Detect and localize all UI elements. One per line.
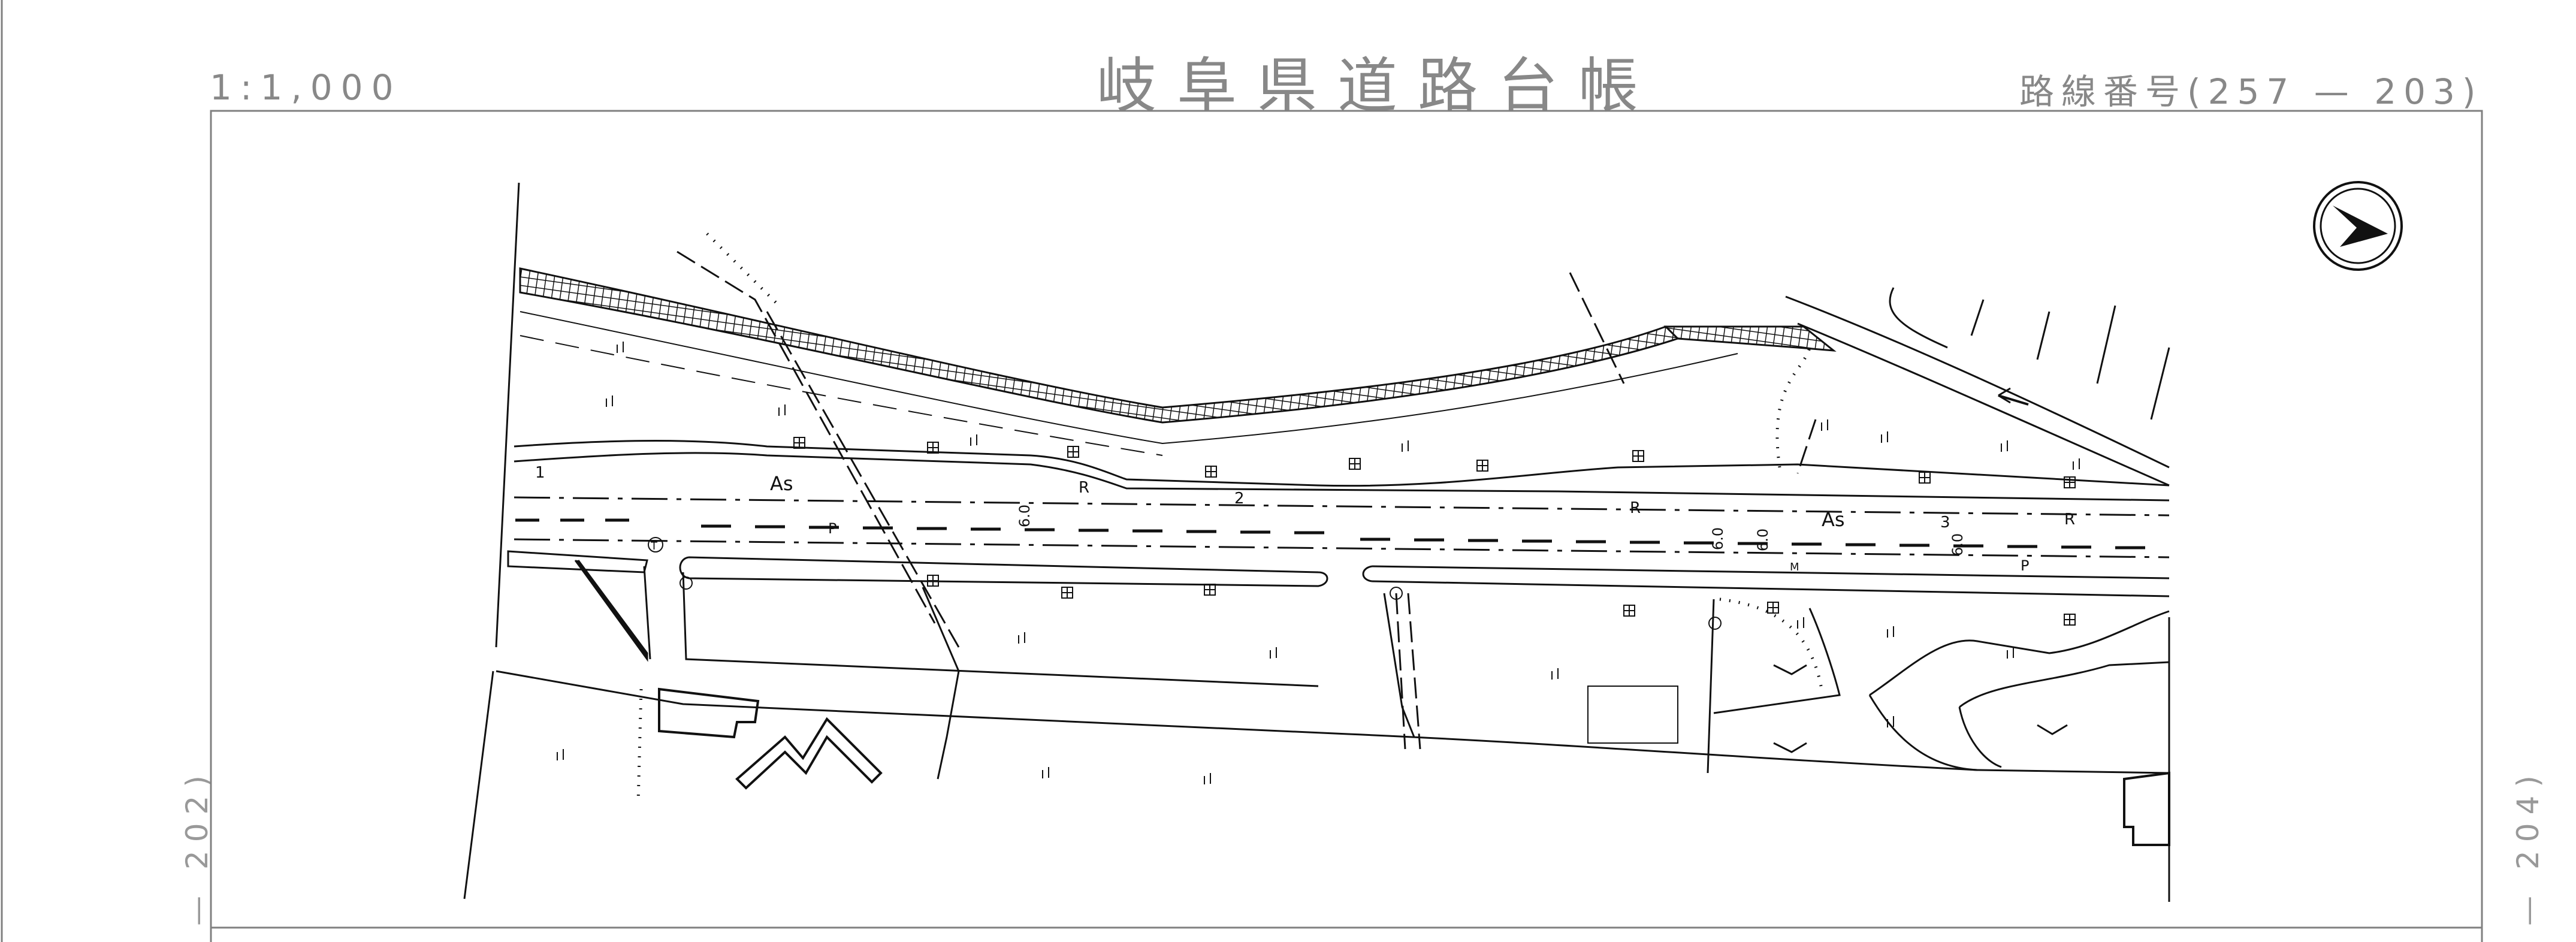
north-arrow-icon <box>2313 181 2403 271</box>
road-type-label: R <box>2064 511 2075 529</box>
building-outlines <box>658 686 2170 846</box>
pavement-label: As <box>1822 508 1845 531</box>
road-type-label: R <box>1079 479 1089 497</box>
field-parcels <box>1707 599 2170 774</box>
parking-label: P <box>2021 557 2029 574</box>
stream-bank <box>922 587 1415 780</box>
map-scale: 1:1,000 <box>210 67 402 108</box>
property-line <box>496 572 2170 774</box>
pavement-label: As <box>770 472 793 495</box>
north-curb <box>514 440 2170 502</box>
parking-label: P <box>828 520 836 537</box>
section-label: 2 <box>1234 490 1245 508</box>
page-title: 岐阜県道路台帳 <box>1097 51 1659 121</box>
map-labels: As As 1 2 3 R R R P P 6.0 6.0 6.0 6.0 T … <box>535 464 2075 574</box>
drawing-boundary <box>463 182 2170 902</box>
river-wall <box>519 267 1837 456</box>
south-curb <box>507 550 2170 597</box>
road-type-label: R <box>1630 499 1641 517</box>
sheet-frame <box>1 0 2483 942</box>
drainage-line <box>677 250 1817 750</box>
vegetation-marks <box>557 342 2080 784</box>
lane-markings <box>515 518 2145 550</box>
slope-area-upper-right <box>1785 287 2170 487</box>
road-centerline <box>514 496 2170 558</box>
left-slope <box>574 560 651 662</box>
manhole-label: M <box>1790 561 1799 573</box>
width-label: 6.0 <box>1710 527 1726 550</box>
traffic-signal-label: T <box>650 540 658 552</box>
width-label: 6.0 <box>1949 533 1966 556</box>
route-number: 路線番号(257 — 203) <box>2019 71 2483 112</box>
width-label: 6.0 <box>1016 505 1033 527</box>
section-label: 1 <box>535 464 545 482</box>
dotted-boundaries <box>636 233 1823 804</box>
section-label: 3 <box>1940 514 1950 532</box>
catch-basin-markers <box>648 437 2076 630</box>
width-label: 6.0 <box>1754 529 1771 551</box>
